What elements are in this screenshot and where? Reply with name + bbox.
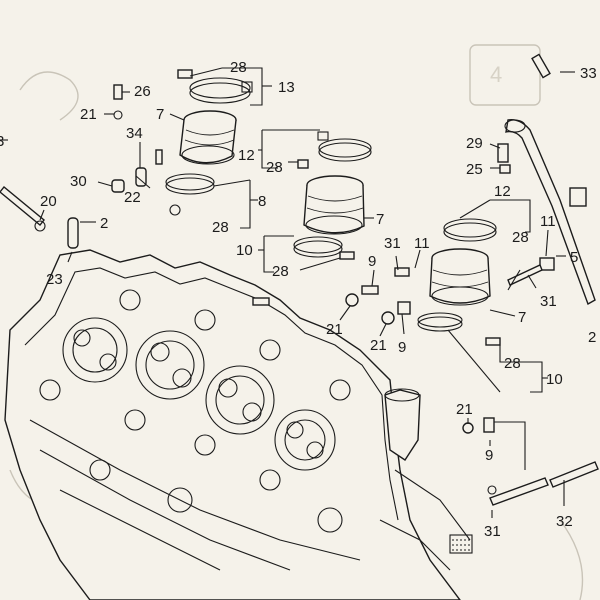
insulator-right	[429, 248, 491, 306]
callout-2-edge: 2	[588, 329, 596, 346]
hose-32	[549, 461, 599, 488]
combustion-chamber-2	[135, 330, 205, 400]
callout-12-right: 12	[494, 183, 511, 200]
callout-2: 2	[100, 215, 108, 232]
callout-28-lowright: 28	[504, 355, 521, 372]
callout-10-left: 10	[236, 242, 253, 259]
combustion-chamber-1	[62, 317, 128, 383]
callout-11-mid: 11	[414, 235, 430, 252]
callout-10-right: 10	[546, 371, 563, 388]
callout-28-left: 28	[212, 219, 229, 236]
callout-25: 25	[466, 161, 483, 178]
clamp-band-10a	[293, 236, 343, 258]
combustion-chamber-4	[274, 409, 336, 471]
callout-28-right: 28	[512, 229, 529, 246]
callout-31-low: 31	[484, 523, 501, 540]
callout-11-right: 11	[540, 213, 556, 230]
callout-28-mid: 28	[266, 159, 283, 176]
combustion-chamber-3	[205, 365, 275, 435]
callout-28-low: 28	[272, 263, 289, 280]
clamp-band-12b	[443, 218, 497, 242]
callout-29: 29	[466, 135, 483, 152]
clamp-band-top	[189, 77, 253, 104]
callout-32: 32	[556, 513, 573, 530]
callout-5: 5	[570, 249, 578, 266]
dowel-pin-2	[67, 217, 79, 249]
callout-9-low: 9	[485, 447, 493, 464]
insulator-middle	[303, 175, 365, 235]
insulator-top	[179, 110, 237, 165]
callout-3-edge: 3	[0, 133, 4, 150]
stud-bolt-20	[0, 186, 46, 232]
small-fasteners	[111, 53, 555, 434]
callout-21-top: 21	[80, 106, 97, 123]
callout-8: 8	[258, 193, 266, 210]
callout-31-right: 31	[540, 293, 557, 310]
callout-26: 26	[134, 83, 151, 100]
callout-23: 23	[46, 271, 63, 288]
callout-9-upper: 9	[368, 253, 376, 270]
callout-7-top: 7	[156, 106, 164, 123]
callout-7-right: 7	[518, 309, 526, 326]
cylinder-head	[4, 249, 473, 600]
callout-34: 34	[126, 125, 143, 142]
callout-33: 33	[580, 65, 597, 82]
head-bolt-bosses	[39, 289, 351, 533]
callout-13: 13	[278, 79, 295, 96]
hose-31	[487, 477, 549, 506]
head-sensor	[449, 534, 473, 554]
callout-20: 20	[40, 193, 57, 210]
leader-lines	[0, 67, 575, 518]
ghost-label: 4	[490, 62, 502, 87]
callout-12-left: 12	[238, 147, 255, 164]
callout-30: 30	[70, 173, 87, 190]
callout-labels: 28 13 26 21 7 34 12 28 30 22 20 8 28 2 7…	[0, 59, 597, 540]
callout-9-mid: 9	[398, 339, 406, 356]
callout-21-low: 21	[456, 401, 473, 418]
clamp-band-12a	[317, 131, 372, 162]
callout-22: 22	[124, 189, 141, 206]
callout-21-mid: 21	[326, 321, 343, 338]
pipe-31b	[507, 264, 543, 291]
breather-pipe-5	[504, 119, 596, 306]
clamp-band-10b	[417, 312, 463, 332]
callout-28-top: 28	[230, 59, 247, 76]
callout-31-mid: 31	[384, 235, 401, 252]
callout-21-right: 21	[370, 337, 387, 354]
clamp-band-8	[165, 173, 215, 195]
callout-7-mid: 7	[376, 211, 384, 228]
